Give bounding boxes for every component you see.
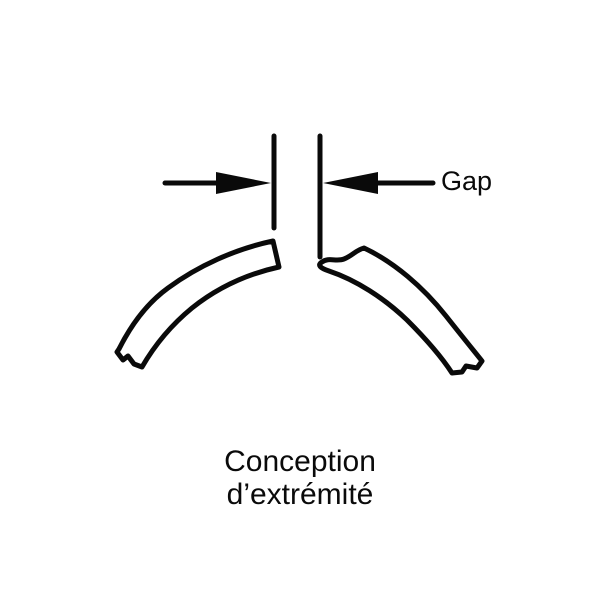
ring-right-segment [317,245,485,376]
right-arrowhead-icon [323,172,378,194]
diagram-caption: Conception d’extrémité [0,445,600,511]
right-dimension-arrow [323,172,436,194]
caption-line-2: d’extrémité [226,478,374,511]
caption-line-1: Conception [224,445,376,478]
left-dimension-arrow [162,172,271,194]
gap-dimension-label: Gap [441,166,493,196]
ring-left-segment [114,238,282,370]
left-arrowhead-icon [216,172,271,194]
